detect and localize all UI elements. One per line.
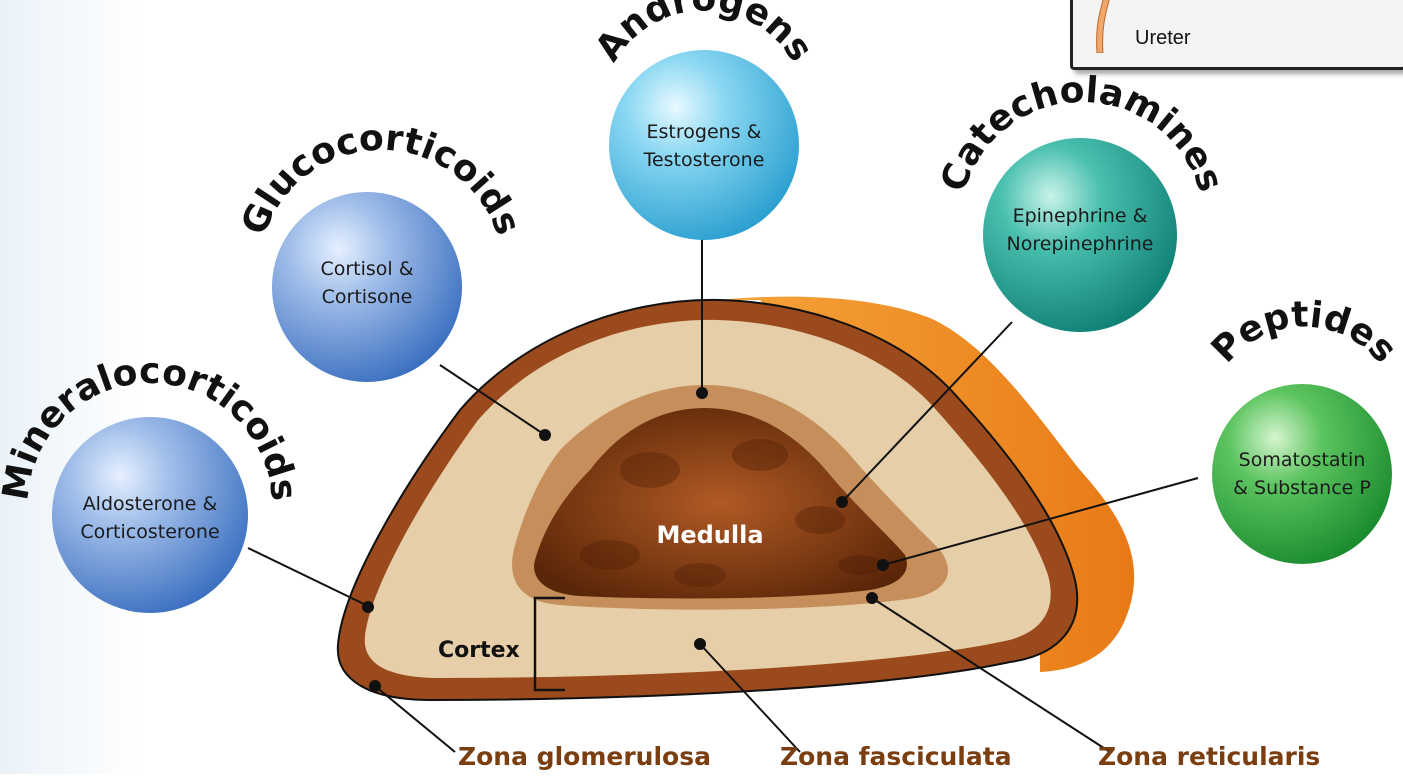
catecholamines-line2: Norepinephrine <box>1007 233 1154 255</box>
androgens-line2: Testosterone <box>643 149 765 171</box>
dot-glomerulosa-mineralo <box>363 602 373 612</box>
androgens-line1: Estrogens & <box>647 121 762 143</box>
zona-fasciculata-label: Zona fasciculata <box>780 742 1012 771</box>
mineralocorticoids-line1: Aldosterone & <box>83 493 218 515</box>
dot-medulla-peptides <box>878 560 888 570</box>
zona-reticularis-label: Zona reticularis <box>1098 742 1320 771</box>
mineralocorticoids-line2: Corticosterone <box>80 521 219 543</box>
peptides-line2: & Substance P <box>1233 477 1371 499</box>
peptides-line1: Somatostatin <box>1239 449 1366 471</box>
catecholamines-line1: Epinephrine & <box>1013 205 1148 227</box>
ureter-label: Ureter <box>1135 27 1191 50</box>
glucocorticoids-line1: Cortisol & <box>320 258 413 280</box>
kidney-inset-panel: Ureter <box>1070 0 1403 70</box>
bubble-peptides: Somatostatin & Substance P Peptides <box>1204 294 1403 564</box>
ureter-icon <box>1087 0 1113 53</box>
dot-medulla-catech <box>837 497 847 507</box>
glucocorticoids-line2: Cortisone <box>322 286 413 308</box>
dot-fasciculata-gluco <box>540 430 550 440</box>
medulla-label: Medulla <box>656 521 763 549</box>
zona-glomerulosa-label: Zona glomerulosa <box>458 742 711 771</box>
dot-reticularis-andro <box>697 388 707 398</box>
cortex-label: Cortex <box>438 638 520 663</box>
